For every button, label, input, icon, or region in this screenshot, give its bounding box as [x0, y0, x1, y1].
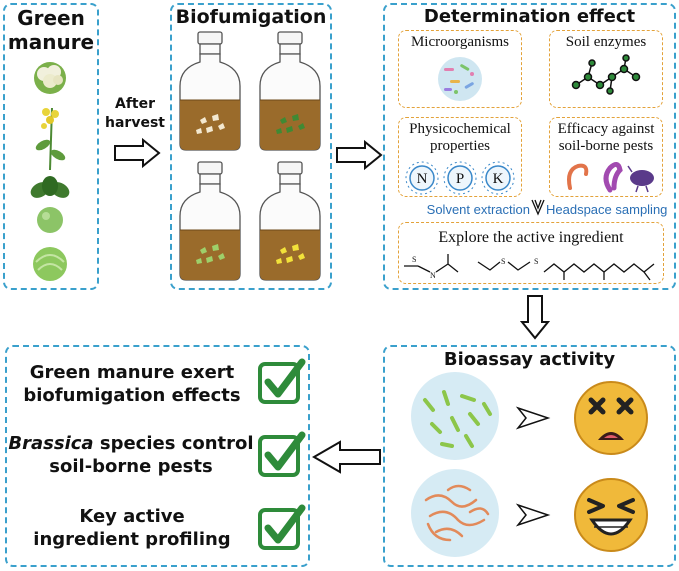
conclusion-1-line1: Green manure exert — [29, 362, 235, 383]
conclusion-3-line1: Key active — [79, 506, 185, 527]
physicochemical-line1: Physicochemical — [409, 121, 511, 137]
microorganisms-box — [398, 30, 522, 108]
conclusion-2-line2: soil-borne pests — [49, 456, 213, 478]
green-manure-panel — [3, 3, 99, 290]
efficacy-label: Efficacy against soil-borne pests — [549, 121, 663, 154]
conclusion-1-line2: biofumigation effects — [23, 385, 241, 407]
active-ingredient-box — [398, 222, 664, 284]
nutrient-p: P — [456, 171, 464, 187]
physicochemical-label: Physicochemical properties — [398, 121, 522, 154]
phosphorus-icon: P — [443, 161, 477, 195]
efficacy-line1: Efficacy against — [557, 121, 655, 137]
check-icon-2 — [258, 431, 306, 477]
check-icon-3 — [258, 504, 306, 550]
arrow-right-icon — [336, 139, 383, 171]
npk-icons: N P K — [405, 161, 515, 195]
conclusion-1: Green manure exert biofumigation effects — [12, 361, 252, 408]
bottle-1 — [179, 31, 241, 151]
headspace-sampling-label: Headspace sampling — [546, 202, 668, 217]
efficacy-line2: soil-borne pests — [558, 137, 654, 154]
green-manure-title: Green manure — [3, 6, 99, 54]
nitrogen-icon: N — [405, 161, 439, 195]
bottle-2 — [259, 31, 321, 151]
biofumigation-panel — [170, 3, 332, 290]
microorganisms-label: Microorganisms — [410, 34, 510, 50]
bioassay-panel — [383, 345, 676, 567]
conclusion-2-italic: Brassica — [8, 433, 94, 454]
enzyme-molecule-icon — [571, 54, 641, 95]
nematode-icon — [567, 163, 589, 190]
conclusion-3: Key active ingredient profiling — [12, 505, 252, 552]
kohlrabi-icon — [30, 176, 70, 233]
conclusion-2-rest: species control — [93, 433, 254, 454]
determination-panel — [383, 3, 676, 290]
bioassay-title: Bioassay activity — [443, 349, 616, 370]
svg-text:S: S — [412, 255, 416, 264]
solvent-extraction-label: Solvent extraction — [426, 202, 530, 217]
arrow-left-icon — [311, 440, 381, 474]
insect-larva-icon — [603, 162, 623, 193]
soil-enzymes-box — [549, 30, 663, 108]
check-icon-1 — [258, 358, 306, 404]
explore-label: Explore the active ingredient — [438, 229, 624, 246]
conclusion-2: Brassica species control soil-borne pest… — [4, 432, 258, 479]
svg-text:S: S — [501, 257, 505, 266]
conclusions-panel — [5, 345, 310, 567]
green-manure-title-line1: Green — [17, 6, 85, 30]
bacteria-dish-icon — [411, 372, 499, 460]
nutrient-k: K — [493, 171, 504, 187]
nutrient-n: N — [417, 171, 428, 187]
svg-text:N: N — [430, 271, 436, 280]
after-harvest-label: After harvest — [102, 95, 168, 133]
bottle-3 — [179, 161, 241, 281]
biofumigation-title: Biofumigation — [175, 6, 327, 28]
nematodes-dish-icon — [411, 469, 499, 557]
physicochemical-line2: properties — [430, 137, 490, 154]
conclusion-3-line2: ingredient profiling — [33, 529, 231, 551]
determination-title: Determination effect — [423, 6, 636, 27]
svg-text:S: S — [534, 257, 538, 266]
cauliflower-icon — [34, 62, 66, 94]
green-manure-title-line2: manure — [7, 30, 95, 54]
potassium-icon: K — [481, 161, 515, 195]
soil-enzymes-label: Soil enzymes — [565, 34, 647, 50]
cabbage-icon — [33, 247, 67, 281]
rapeseed-icon — [35, 107, 66, 171]
arrow-small-icon — [515, 503, 551, 527]
efficacy-box — [549, 117, 663, 197]
chemical-structures: S N S S — [404, 254, 655, 281]
arrow-small-icon — [515, 406, 551, 430]
physicochemical-box — [398, 117, 522, 197]
dead-face-emoji-icon — [574, 381, 648, 455]
pests-icons — [567, 162, 654, 193]
disulfide-structure — [477, 261, 531, 271]
bottle-4 — [259, 161, 321, 281]
arrow-down-icon — [519, 295, 551, 340]
isothiocyanate-structure — [404, 254, 459, 273]
arrow-right-icon — [114, 137, 161, 169]
beetle-icon — [627, 165, 654, 193]
after-harvest-line2: harvest — [105, 115, 165, 131]
after-harvest-line1: After — [114, 96, 156, 112]
merge-arrow-icon — [531, 199, 545, 216]
alkyl-chain-structure — [543, 263, 655, 281]
microorganisms-icon — [438, 57, 482, 101]
laughing-face-emoji-icon — [574, 478, 648, 552]
